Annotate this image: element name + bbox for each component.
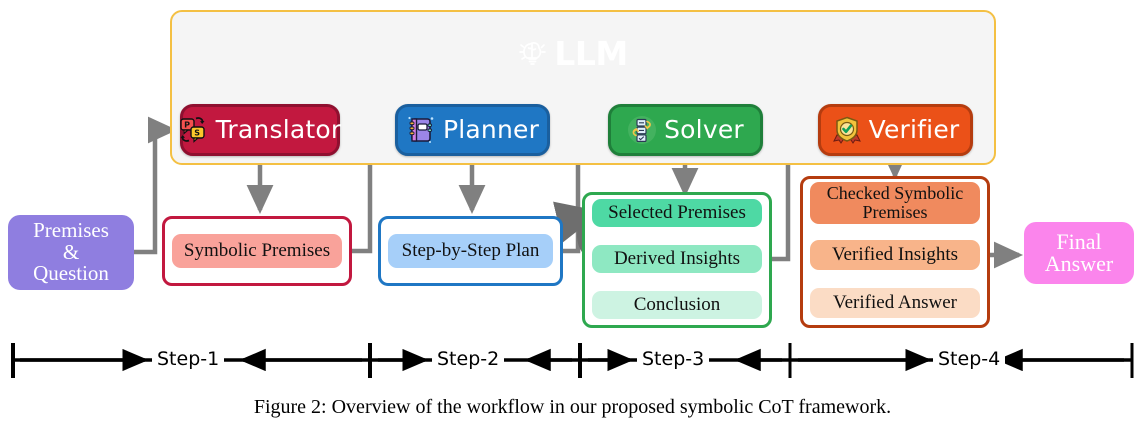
chip-verified-insights: Verified Insights — [810, 240, 980, 270]
figure-caption: Figure 2: Overview of the workflow in ou… — [253, 396, 892, 418]
chip-verified-answer: Verified Answer — [810, 288, 980, 318]
step-label-1: Step-1 — [152, 348, 225, 370]
chip-step-by-step-plan: Step-by-Step Plan — [388, 234, 553, 268]
chip-derived-insights: Derived Insights — [592, 245, 762, 273]
chip-checked-symbolic-premises: Checked Symbolic Premises — [810, 182, 980, 224]
svg-text:P: P — [184, 121, 190, 130]
chip-symbolic-premises: Symbolic Premises — [172, 234, 342, 268]
input-line-2: & — [62, 239, 80, 264]
llm-label: LLM — [554, 33, 628, 73]
module-planner[interactable]: Planner — [395, 104, 550, 156]
translate-bubbles-icon: P S — [179, 115, 209, 145]
step-label-3: Step-3 — [637, 348, 710, 370]
terminal-final-answer: Final Answer — [1024, 222, 1134, 284]
brain-lightbulb-icon — [516, 38, 550, 68]
step-label-4: Step-4 — [933, 348, 1006, 370]
module-verifier[interactable]: Verifier — [818, 104, 973, 156]
notebook-icon — [406, 115, 436, 145]
module-solver[interactable]: Solver — [608, 104, 763, 156]
shield-check-icon — [832, 115, 862, 145]
module-label-verifier: Verifier — [868, 114, 960, 144]
llm-label-group: LLM — [437, 32, 707, 74]
module-label-translator: Translator — [215, 114, 342, 144]
terminal-input-premises-question: Premises & Question — [8, 215, 134, 290]
input-line-3: Question — [33, 261, 109, 286]
final-line-2: Answer — [1044, 251, 1114, 276]
input-line-1: Premises — [33, 218, 109, 243]
svg-text:S: S — [194, 129, 200, 138]
module-translator[interactable]: P S Translator — [179, 104, 342, 156]
module-label-planner: Planner — [442, 114, 540, 144]
module-label-solver: Solver — [664, 114, 744, 144]
chip-selected-premises: Selected Premises — [592, 199, 762, 227]
final-line-1: Final — [1056, 228, 1102, 254]
checklist-loop-icon — [627, 115, 657, 145]
chip-conclusion: Conclusion — [592, 291, 762, 319]
step-label-2: Step-2 — [432, 348, 505, 370]
